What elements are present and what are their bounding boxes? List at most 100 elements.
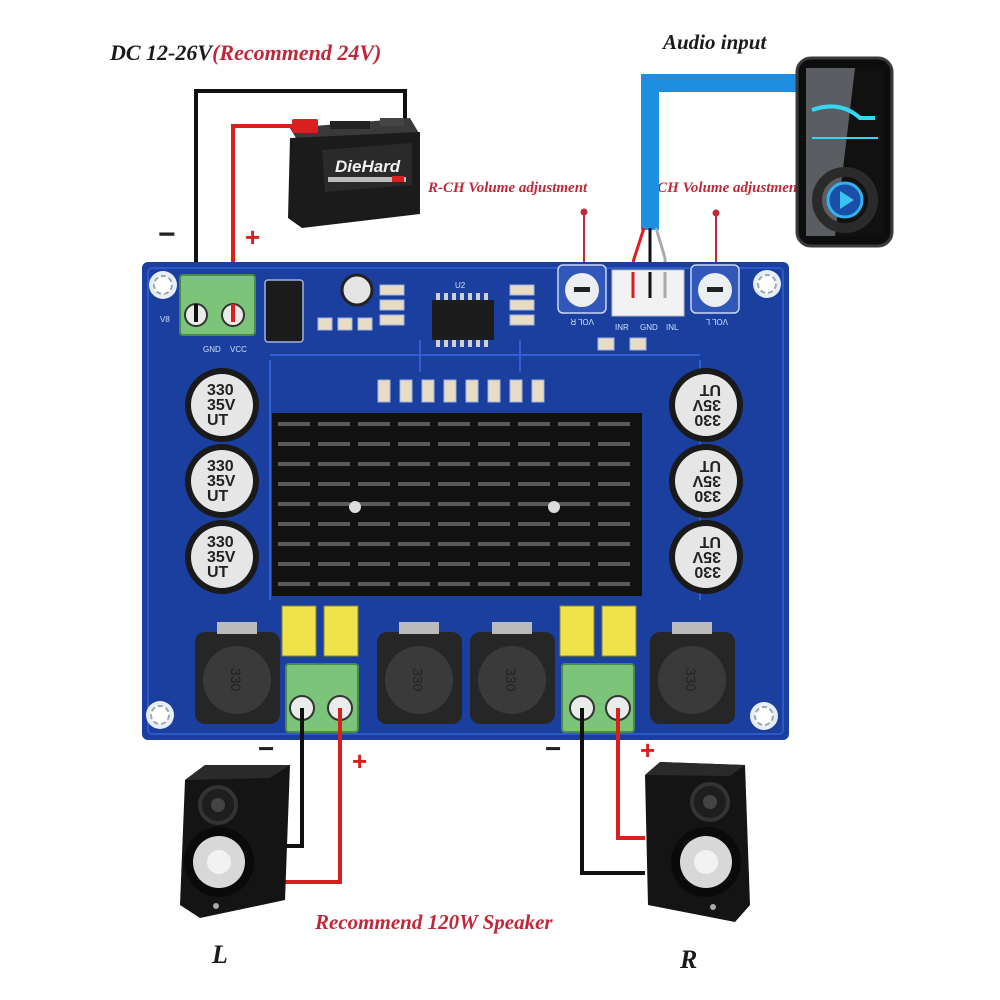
l-ch-volume-label: L-CH Volume adjustment [643,180,802,196]
audio-input-connector: INR GND INL [611,269,685,332]
capacitor-marking: UT [699,533,721,550]
inductor-label: 330 [503,668,519,692]
heatsink-fin [358,502,390,506]
left-speaker-terminal [281,605,359,733]
heatsink-fin [598,562,630,566]
capacitor-marking: 330 [694,411,721,428]
inductor: 330 [377,622,462,724]
capacitor-marking: UT [207,564,229,581]
capacitor-marking: 35V [692,548,721,565]
capacitor-marking: UT [699,457,721,474]
heatsink-fin [558,482,590,486]
heatsink-fin [598,582,630,586]
speaker-left-label: L [212,940,228,969]
capacitor-marking: 330 [207,382,234,399]
capacitor-marking: UT [207,488,229,505]
heatsink-fin [438,542,470,546]
capacitor-marking: UT [207,412,229,429]
heatsink-fin [318,422,350,426]
ic-label: U2 [455,281,466,290]
heatsink-fin [398,522,430,526]
capacitor-marking: UT [699,381,721,398]
power-voltage-recommend: (Recommend 24V) [212,40,382,65]
heatsink-fin [438,422,470,426]
heatsink-fin [478,442,510,446]
heatsink-fin [438,522,470,526]
heatsink-fin [438,482,470,486]
pot-left-label: VOL L [705,317,728,326]
inductor-label: 330 [228,668,244,692]
heatsink-fin [598,542,630,546]
heatsink-fin [278,542,310,546]
inductor: 330 [470,622,555,724]
heatsink-fin [438,582,470,586]
heatsink-fin [558,522,590,526]
input-pin-inr: INR [615,323,629,332]
heatsink-fin [518,542,550,546]
heatsink-fin [558,462,590,466]
capacitor-marking: 35V [207,397,236,414]
pot-left-volume: VOL L [690,264,740,326]
mounting-hole-icon [750,702,778,730]
left-speaker-black-wire [282,708,304,848]
heatsink [272,413,642,596]
left-speaker-icon [180,765,290,918]
capacitor-marking: 330 [207,534,234,551]
heatsink-fin [318,482,350,486]
power-terminal-block: GND VCC V8 [160,274,256,354]
capacitor-marking: 35V [207,473,236,490]
heatsink-fin [478,562,510,566]
heatsink-fin [478,542,510,546]
right-speaker-minus-sign: − [545,733,562,764]
heatsink-fin [518,582,550,586]
right-speaker-icon [645,762,750,922]
heatsink-fin [558,422,590,426]
heatsink-fin [518,422,550,426]
heatsink-fin [598,442,630,446]
heatsink-fin [438,442,470,446]
heatsink-fin [478,422,510,426]
heatsink-fin [318,562,350,566]
amplifier-pcb: GND VCC V8 U2 VO [142,262,789,740]
heatsink-fin [478,582,510,586]
heatsink-fin [358,482,390,486]
heatsink-fin [518,502,550,506]
heatsink-fin [318,582,350,586]
heatsink-fin [558,562,590,566]
heatsink-fin [318,542,350,546]
ic-chip: U2 [432,281,494,347]
heatsink-fin [518,522,550,526]
right-speaker-plus-sign: + [640,735,656,765]
heatsink-fin [398,482,430,486]
heatsink-fin [558,502,590,506]
heatsink-fin [478,502,510,506]
heatsink-fin [278,582,310,586]
heatsink-fin [438,562,470,566]
heatsink-fin [318,502,350,506]
heatsink-fin [518,562,550,566]
heatsink-fin [598,482,630,486]
heatsink-fin [398,582,430,586]
right-speaker-terminal [559,605,637,733]
heatsink-fin [518,482,550,486]
terminal-vcc-label: VCC [230,345,247,354]
speaker-recommend-label: Recommend 120W Speaker [315,910,553,934]
left-speaker-plus-sign: + [352,746,368,776]
heatsink-fin [278,502,310,506]
heatsink-fin [358,462,390,466]
heatsink-fin [558,542,590,546]
heatsink-fin [358,582,390,586]
heatsink-fin [398,502,430,506]
left-speaker-minus-sign: − [258,733,275,764]
heatsink-fin [278,422,310,426]
mounting-hole-icon [753,270,781,298]
audio-cable [641,74,800,230]
capacitor-marking: 35V [692,396,721,413]
right-speaker-red-wire [616,708,645,840]
heatsink-fin [318,522,350,526]
heatsink-fin [558,582,590,586]
